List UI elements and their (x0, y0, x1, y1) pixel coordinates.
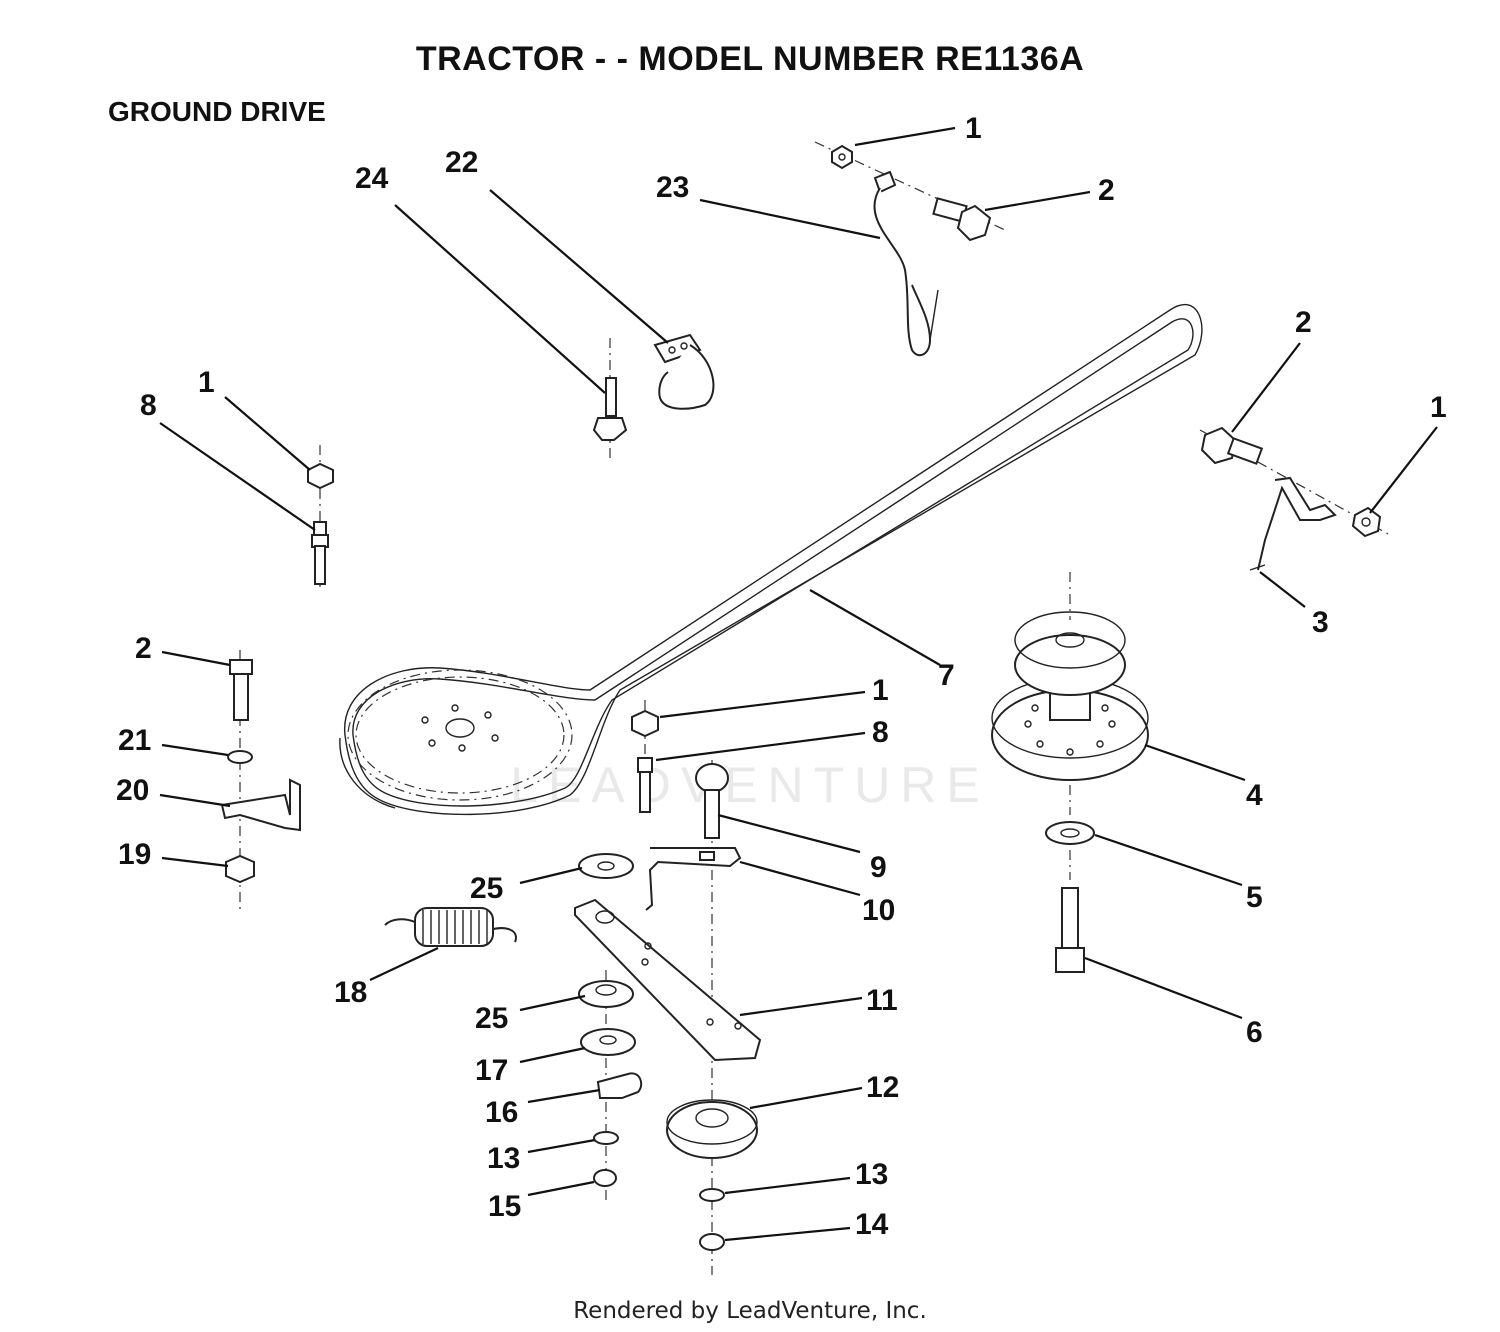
callout-12: 12 (866, 1071, 899, 1104)
callout-15: 15 (488, 1190, 521, 1223)
callout-1: 1 (965, 112, 982, 145)
callout-1: 1 (872, 674, 889, 707)
callout-14: 14 (855, 1208, 889, 1241)
drive-belt (339, 303, 1203, 816)
left-nut-bolt (307, 445, 334, 590)
callout-8: 8 (140, 389, 157, 422)
footer-credit: Rendered by LeadVenture, Inc. (573, 1298, 927, 1324)
callout-4: 4 (1246, 779, 1263, 812)
callout-19: 19 (118, 838, 151, 871)
callout-9: 9 (870, 851, 887, 884)
leader-lines (159, 126, 1438, 1242)
callout-6: 6 (1246, 1016, 1263, 1049)
callout-2: 2 (1295, 306, 1312, 339)
callout-1: 1 (1430, 391, 1447, 424)
page-title: TRACTOR - - MODEL NUMBER RE1136A (415, 40, 1085, 78)
watermark: LEADVENTURE (510, 757, 990, 813)
callout-10: 10 (862, 894, 895, 927)
double-pulley-stack (991, 572, 1149, 973)
callout-13: 13 (487, 1142, 520, 1175)
callout-23: 23 (656, 171, 689, 204)
callout-13: 13 (855, 1158, 888, 1191)
callout-22: 22 (445, 146, 478, 179)
callout-21: 21 (118, 724, 151, 757)
callout-24: 24 (355, 162, 389, 195)
left-stack-parts (578, 970, 643, 1200)
callout-11: 11 (866, 984, 898, 1017)
callout-20: 20 (116, 774, 149, 807)
callout-16: 16 (485, 1096, 518, 1129)
callout-1: 1 (198, 366, 215, 399)
idler-arm-assembly (574, 847, 762, 1062)
left-bracket-assembly (220, 650, 301, 910)
callout-8: 8 (872, 716, 889, 749)
callout-25: 25 (470, 872, 503, 905)
callout-17: 17 (475, 1054, 508, 1087)
u-bracket-assembly (592, 333, 715, 460)
right-bracket-assembly (1199, 426, 1391, 571)
callout-labels: 1 2 23 22 24 2 1 3 1 8 7 2 21 20 19 1 8 … (116, 112, 1447, 1241)
idler-pulley-stack (666, 1099, 758, 1251)
callout-18: 18 (334, 976, 367, 1009)
extension-spring (384, 907, 517, 947)
callout-2: 2 (1098, 174, 1115, 207)
callout-7: 7 (938, 659, 955, 692)
top-bracket-assembly (814, 141, 1006, 357)
section-title: GROUND DRIVE (108, 96, 326, 127)
callout-25: 25 (475, 1002, 508, 1035)
callout-5: 5 (1246, 881, 1263, 914)
callout-2: 2 (135, 632, 152, 665)
callout-3: 3 (1312, 606, 1329, 639)
